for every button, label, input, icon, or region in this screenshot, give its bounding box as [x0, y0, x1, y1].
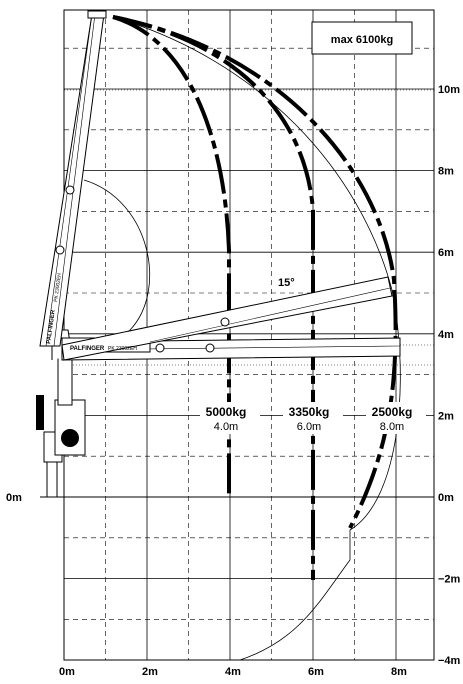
brand-label-vertical: PALFINGER — [46, 309, 57, 344]
x-tick-label: 0m — [59, 666, 75, 678]
load-value-label: 3350kg — [289, 405, 330, 419]
y-tick-label: −4m — [438, 655, 461, 667]
y-tick-label: −2m — [438, 574, 461, 586]
load-value-label: 2500kg — [372, 405, 413, 419]
load-label-bg — [200, 402, 260, 434]
y-tick-label-left: 0m — [6, 492, 22, 504]
x-tick-label: 2m — [142, 666, 158, 678]
boom-angle-label: 15° — [278, 277, 295, 289]
load-reach-label: 4.0m — [214, 421, 238, 433]
x-tick-label: 4m — [225, 666, 241, 678]
y-tick-label: 6m — [438, 247, 454, 259]
brand-label-horizontal: PALFINGER — [70, 346, 105, 352]
max-load-box — [311, 21, 413, 55]
load-label-bg — [283, 402, 343, 434]
y-tick-label: 2m — [438, 410, 454, 422]
model-label-horizontal: PK 23002EH — [108, 346, 137, 352]
x-tick-label: 6m — [308, 666, 324, 678]
x-tick-label: 8m — [391, 666, 407, 678]
y-tick-label: 4m — [438, 329, 454, 341]
load-label-bg — [366, 402, 426, 434]
load-value-label: 5000kg — [206, 405, 247, 419]
max-load-label: max 6100kg — [331, 34, 393, 46]
load-curve-4m — [112, 15, 231, 497]
y-tick-label: 8m — [438, 166, 454, 178]
boom-vertical — [39, 10, 107, 347]
y-tick-label: 0m — [438, 492, 454, 504]
y-tick-label: 10m — [438, 84, 460, 96]
load-reach-label: 6.0m — [297, 421, 321, 433]
load-curve-8m — [112, 15, 398, 529]
boom-15deg — [61, 276, 393, 361]
model-label-vertical: PK 23002EH — [53, 272, 63, 302]
load-reach-label: 8.0m — [380, 421, 404, 433]
